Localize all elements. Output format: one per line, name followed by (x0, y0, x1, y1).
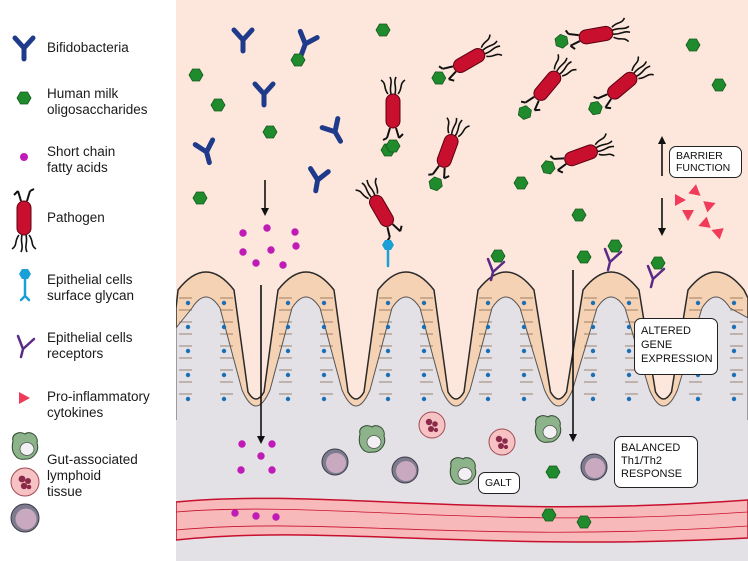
cytokine (703, 201, 716, 213)
scfa-molecule (268, 466, 276, 474)
flow-arrows (257, 136, 666, 444)
bifidobacterium (231, 27, 255, 54)
cytokine (682, 210, 694, 221)
receptor-icon (16, 334, 36, 359)
gut-illustration (176, 0, 748, 561)
legend-label-receptor: Epithelial cells receptors (47, 330, 133, 361)
hmo-molecule (711, 78, 727, 92)
galt-cells-icon (10, 432, 40, 533)
scfa-molecule (238, 440, 246, 448)
legend-label-cytokine: Pro-inflammatory cytokines (47, 389, 150, 420)
scfa-molecule (257, 452, 265, 460)
epithelial-receptor (646, 256, 666, 289)
legend-label-hmo: Human milk oligosaccharides (47, 86, 148, 117)
hmo-molecule (513, 176, 529, 190)
hmo-molecule (262, 125, 278, 139)
galt-cell-pink (418, 411, 446, 439)
pathogen (517, 54, 577, 120)
bifidobacterium (252, 81, 276, 108)
pathogen (355, 177, 403, 242)
pathogen (554, 17, 631, 50)
pathogen (380, 76, 406, 153)
hmo-molecule (576, 250, 592, 264)
galt-cell-green (534, 415, 562, 443)
hmo-molecule (545, 465, 561, 479)
hmo-molecule (576, 515, 592, 529)
scfa-molecule (252, 259, 260, 267)
glycan-icon (19, 269, 31, 302)
scfa-molecule (279, 261, 287, 269)
balanced-response-box: BALANCED Th1/Th2 RESPONSE (614, 436, 698, 488)
scene-items (188, 17, 727, 529)
galt-box: GALT (478, 472, 520, 494)
hmo-molecule (210, 98, 226, 112)
blood-vessel (176, 497, 748, 543)
galt-cell-green (358, 425, 386, 453)
cytokine-icon (19, 392, 30, 404)
cytokine (675, 194, 686, 206)
pathogen (431, 34, 503, 85)
barrier-function-box: BARRIER FUNCTION (669, 146, 742, 178)
galt-cell-pink (488, 428, 516, 456)
bifidobacterium (308, 166, 331, 194)
hmo-icon (16, 91, 32, 105)
galt-cell-green (449, 457, 477, 485)
pathogen (428, 117, 470, 192)
galt-cell-grey (580, 453, 608, 481)
gut-scene: BARRIER FUNCTION ALTERED GENE EXPRESSION… (176, 0, 748, 561)
hmo-molecule (290, 53, 306, 67)
cytokine (698, 216, 711, 228)
hmo-molecule (375, 23, 391, 37)
epithelial-receptor (486, 249, 506, 282)
surface-glycan (382, 240, 394, 268)
scfa-molecule (252, 512, 260, 520)
pathogen (540, 133, 615, 175)
legend-label-pathogen: Pathogen (47, 210, 105, 225)
hmo-molecule (188, 68, 204, 82)
scfa-icon (20, 153, 28, 161)
cytokine (688, 184, 701, 196)
pathogen (588, 56, 654, 116)
legend-label-scfa: Short chain fatty acids (47, 144, 116, 175)
altered-gene-expression-box: ALTERED GENE EXPRESSION (634, 318, 718, 375)
pathogen-icon (11, 188, 37, 253)
scfa-molecule (292, 242, 300, 250)
scfa-molecule (272, 513, 280, 521)
bifidobacterium (192, 137, 216, 166)
epithelial-receptor (603, 239, 623, 272)
scfa-molecule (263, 224, 271, 232)
bifidobacterium (297, 28, 320, 57)
scfa-molecule (291, 228, 299, 236)
bifidobacterium (319, 116, 343, 144)
scfa-molecule (267, 246, 275, 254)
legend-label-galt: Gut-associated lymphoid tissue (47, 452, 138, 499)
bifidobacteria-icon (12, 35, 36, 62)
hmo-molecule (685, 38, 701, 52)
cytokine (711, 228, 724, 240)
scfa-molecule (231, 509, 239, 517)
hmo-molecule (192, 191, 208, 205)
galt-cell-grey (321, 448, 349, 476)
hmo-molecule (571, 208, 587, 222)
legend-label-bifidobacteria: Bifidobacteria (47, 40, 129, 55)
hmo-molecule (541, 508, 557, 522)
legend-label-glycan: Epithelial cells surface glycan (47, 272, 135, 303)
scfa-molecule (237, 466, 245, 474)
legend: Bifidobacteria Human milk oligosaccharid… (0, 0, 176, 561)
galt-cell-grey (391, 456, 419, 484)
scfa-molecule (268, 440, 276, 448)
vessel-body (176, 497, 748, 543)
scfa-molecule (239, 248, 247, 256)
scfa-molecule (239, 229, 247, 237)
